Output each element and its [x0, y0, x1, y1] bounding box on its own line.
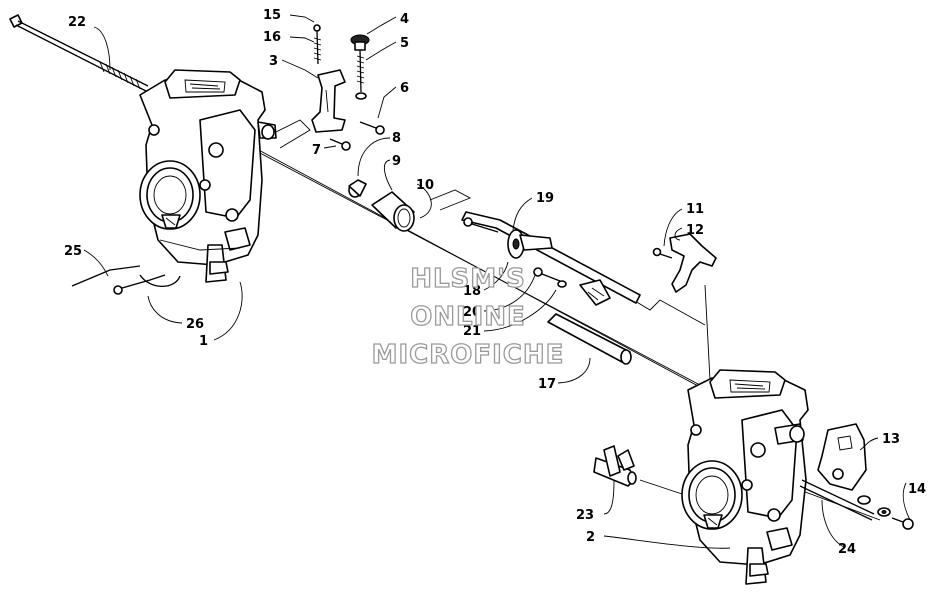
screw-part-6 — [359, 121, 385, 135]
watermark-line-2: ONLINE — [410, 302, 526, 332]
callout-25: 25 — [64, 244, 82, 259]
screw-part-15-16 — [313, 24, 322, 65]
callout-labels: 22 15 16 3 4 5 6 7 8 9 10 19 11 12 13 14… — [64, 8, 926, 557]
screw-part-20 — [533, 267, 561, 282]
callout-13: 13 — [882, 432, 900, 447]
callout-20: 20 — [463, 305, 481, 320]
callout-21: 21 — [463, 324, 481, 339]
callout-10: 10 — [416, 178, 434, 193]
callout-3: 3 — [269, 54, 278, 69]
callout-15: 15 — [263, 8, 281, 23]
watermark-line-3: MICROFICHE — [372, 340, 565, 370]
callout-26: 26 — [186, 317, 204, 332]
fuel-tee-part-23 — [593, 445, 637, 487]
callout-19: 19 — [536, 191, 554, 206]
wire-part-25 — [71, 265, 141, 287]
callout-17: 17 — [538, 377, 556, 392]
callout-1: 1 — [199, 334, 208, 349]
rod-part-24 — [799, 479, 875, 521]
callout-5: 5 — [400, 36, 409, 51]
callout-23: 23 — [576, 508, 594, 523]
bracket-part-12 — [669, 233, 717, 293]
carburetor-part-2 — [681, 369, 809, 585]
callout-2: 2 — [586, 530, 595, 545]
callout-4: 4 — [400, 12, 409, 27]
watermark-line-1: HLSM'S — [410, 264, 526, 294]
throttle-cam-part-13 — [817, 423, 867, 491]
callout-24: 24 — [838, 542, 856, 557]
callout-14: 14 — [908, 482, 926, 497]
throttle-shaft-part-19 — [461, 211, 641, 306]
long-bolt-part-22 — [9, 14, 149, 92]
callout-7: 7 — [312, 143, 321, 158]
clip-part-26 — [113, 274, 181, 295]
screw-part-7 — [329, 138, 351, 151]
spring-sleeve-part-9 — [371, 191, 415, 232]
callout-8: 8 — [392, 131, 401, 146]
callout-11: 11 — [686, 202, 704, 217]
adjust-knob-part-4 — [350, 34, 370, 100]
callout-9: 9 — [392, 154, 401, 169]
callout-18: 18 — [463, 284, 481, 299]
callout-6: 6 — [400, 81, 409, 96]
washer-part-21 — [557, 280, 567, 288]
leader-lines — [83, 14, 911, 549]
screw-part-18 — [463, 217, 499, 233]
bushing-part-8 — [348, 179, 367, 198]
watermark: HLSM'S ONLINE MICROFICHE — [371, 263, 565, 370]
callout-16: 16 — [263, 30, 281, 45]
callout-22: 22 — [68, 15, 86, 30]
carburetor-part-1 — [139, 69, 277, 283]
fastener-part-14 — [857, 495, 914, 530]
sleeve-tube-part-17 — [547, 313, 632, 365]
screw-part-11 — [652, 247, 673, 259]
bracket-part-3 — [311, 69, 346, 133]
callout-12: 12 — [686, 223, 704, 238]
